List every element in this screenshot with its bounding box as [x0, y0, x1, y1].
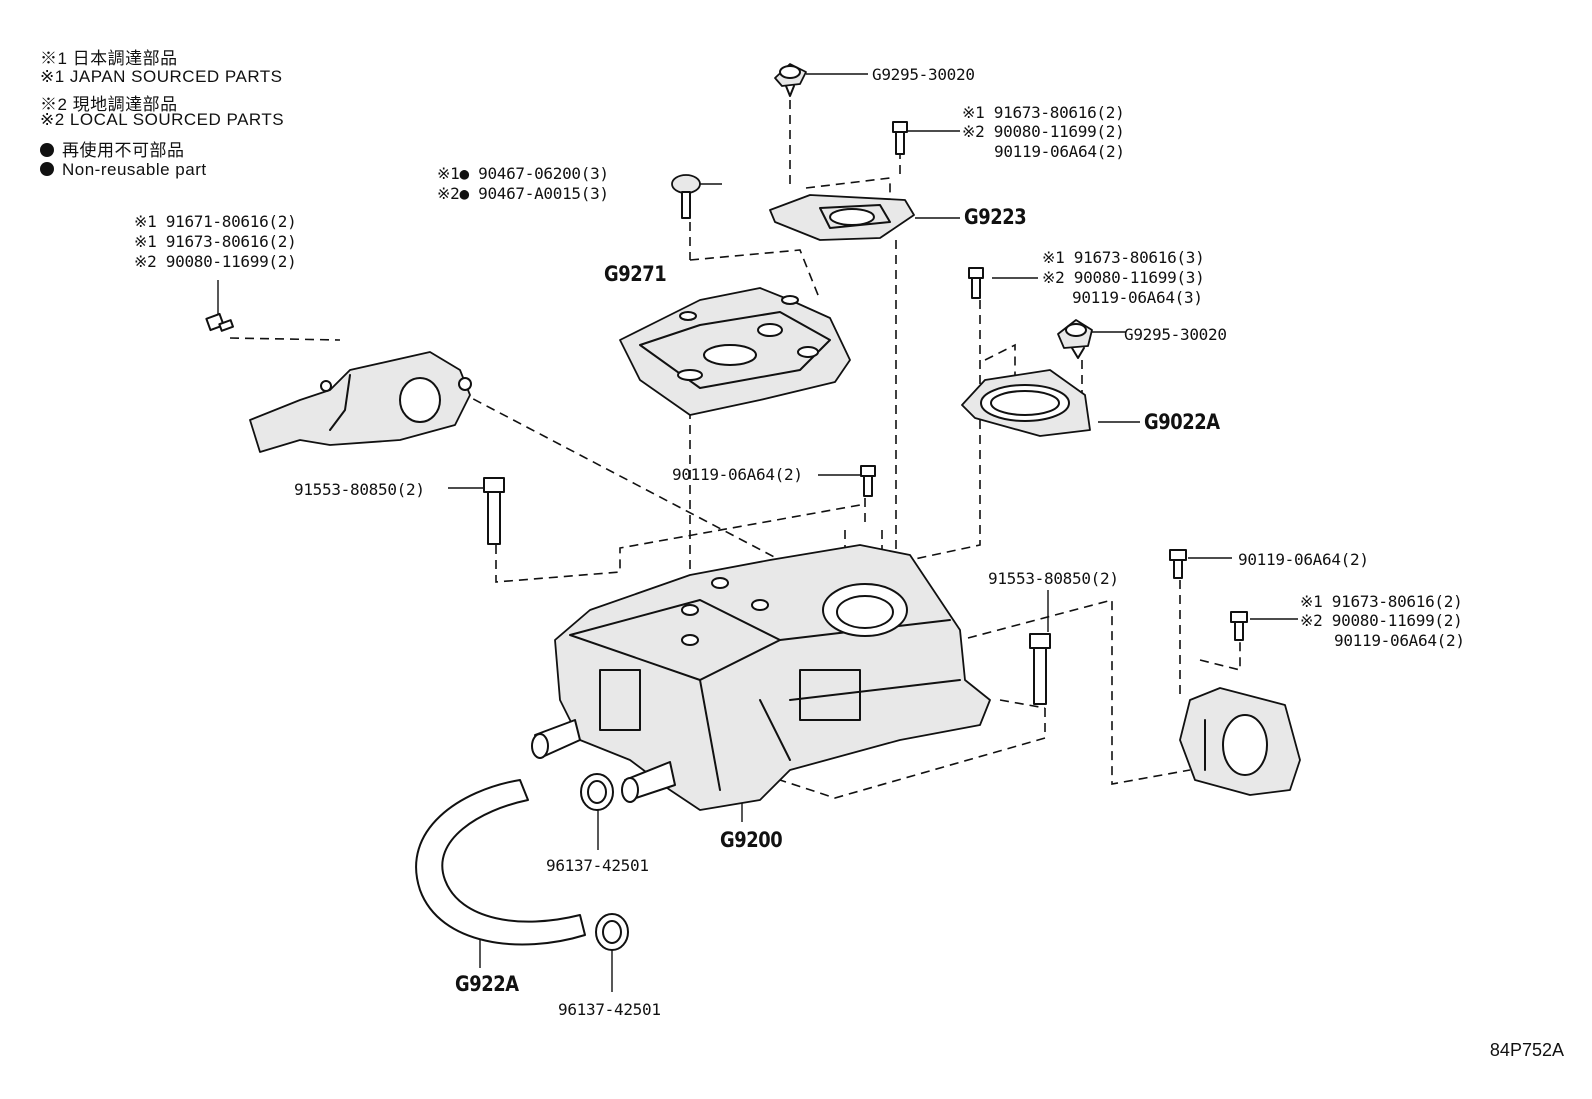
label-g9271: G9271 — [604, 262, 667, 286]
legend-japan-sourced-en: ※1 JAPAN SOURCED PARTS — [40, 67, 283, 86]
label-g922a: G922A — [455, 972, 519, 996]
legend-non-reusable-en-text: Non-reusable part — [62, 160, 207, 179]
label-br-bolt-3: 90119-06A64(2) — [1334, 631, 1465, 650]
leader-lines — [217, 73, 1298, 992]
label-screw-2: ※2● 90467-A0015(3) — [437, 184, 609, 203]
legend-non-reusable-en: Non-reusable part — [40, 160, 207, 180]
label-left-bolt-2: ※1 91673-80616(2) — [134, 232, 297, 251]
label-right-bolt-2: ※2 90080-11699(3) — [1042, 268, 1205, 287]
long-bolt-right — [1029, 633, 1051, 705]
legend-non-reusable-jp-text: 再使用不可部品 — [62, 141, 185, 160]
hose-g922a — [415, 779, 586, 946]
inverter-g9200 — [531, 544, 991, 811]
label-bolt-top-1: ※1 91673-80616(2) — [962, 103, 1125, 122]
bracket-g9223 — [769, 194, 915, 241]
label-g9200: G9200 — [720, 828, 783, 852]
label-g9022a: G9022A — [1144, 410, 1220, 434]
bullet-icon — [40, 162, 54, 176]
cover-g9271 — [619, 287, 851, 416]
label-g9295-right: G9295-30020 — [1124, 325, 1227, 344]
right-connector — [1179, 687, 1301, 796]
legend-local-sourced-en: ※2 LOCAL SOURCED PARTS — [40, 110, 285, 129]
label-br-bolt-top: 90119-06A64(2) — [1238, 550, 1369, 569]
label-br-bolt-1: ※1 91673-80616(2) — [1300, 592, 1463, 611]
right-bolt-1 — [1169, 549, 1187, 579]
grommet-right — [1057, 319, 1093, 359]
legend-non-reusable-jp: 再使用不可部品 — [40, 136, 185, 161]
hose-clamp-2 — [595, 913, 629, 951]
sensor-bolt — [205, 312, 235, 332]
label-center-bolt: 90119-06A64(2) — [672, 465, 803, 484]
label-clamp-2: 96137-42501 — [558, 1000, 661, 1019]
label-bolt-top-2: ※2 90080-11699(2) — [962, 122, 1125, 141]
label-clamp-1: 96137-42501 — [546, 856, 649, 875]
label-right-bolt-1: ※1 91673-80616(3) — [1042, 248, 1205, 267]
bracket-g9022a — [961, 369, 1091, 437]
label-bolt-top-3: 90119-06A64(2) — [994, 142, 1125, 161]
label-g9295-top: G9295-30020 — [872, 65, 975, 84]
label-long-bolt-right: 91553-80850(2) — [988, 569, 1119, 588]
diagram-reference-code: 84P752A — [1489, 1040, 1564, 1060]
left-connector — [249, 351, 472, 453]
right-bolt — [968, 267, 984, 299]
label-long-bolt-left: 91553-80850(2) — [294, 480, 425, 499]
label-br-bolt-2: ※2 90080-11699(2) — [1300, 611, 1463, 630]
bullet-icon — [40, 143, 54, 157]
label-g9223: G9223 — [964, 205, 1027, 229]
bolt-top — [892, 121, 908, 155]
label-left-bolt-1: ※1 91671-80616(2) — [134, 212, 297, 231]
grommet-top — [774, 63, 807, 97]
label-screw-1: ※1● 90467-06200(3) — [437, 164, 609, 183]
hose-clamp-1 — [580, 773, 614, 811]
label-left-bolt-3: ※2 90080-11699(2) — [134, 252, 297, 271]
label-right-bolt-3: 90119-06A64(3) — [1072, 288, 1203, 307]
center-bolt — [860, 465, 876, 497]
legend-local-sourced-jp: ※2 現地調達部品 — [40, 95, 178, 114]
screw-clip — [671, 174, 701, 219]
dashed-guides — [229, 100, 1241, 799]
long-bolt-left — [483, 477, 505, 545]
legend-japan-sourced-jp: ※1 日本調達部品 — [40, 49, 178, 68]
right-bolt-2 — [1230, 611, 1248, 641]
